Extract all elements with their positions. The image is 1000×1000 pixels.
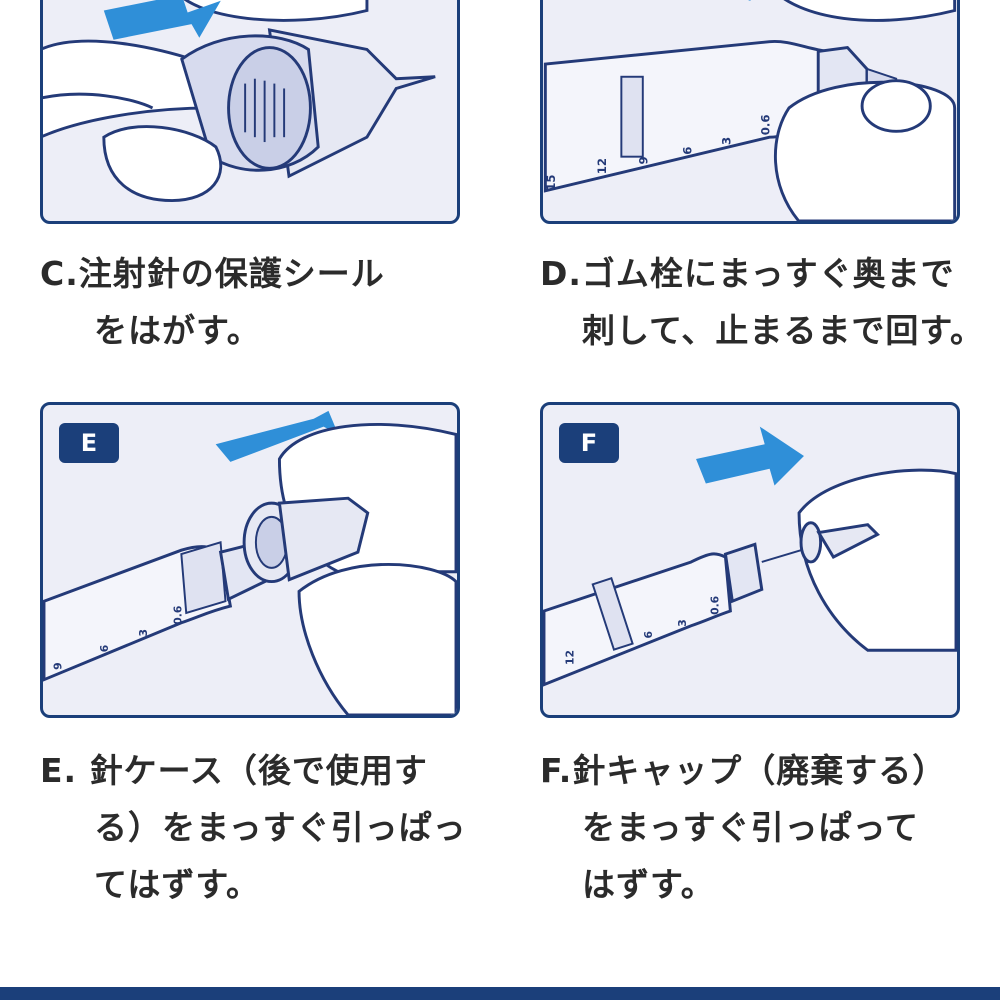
- caption-line: C.注射針の保護シール: [40, 254, 385, 293]
- scale-label-0-6: 0.6: [171, 606, 184, 625]
- remove-needle-cap-illustration: 12 6 3 0.6: [543, 426, 957, 687]
- caption-line: 刺して、止まるまで回す。: [582, 311, 985, 350]
- footer-bar: [0, 987, 1000, 1000]
- scale-label-12: 12: [563, 650, 576, 665]
- scale-label-9: 9: [637, 156, 651, 164]
- scale-label-0-6: 0.6: [758, 115, 772, 136]
- step-d-illustration: 15 12 9 6 3 0.6: [540, 0, 960, 224]
- caption-line: D.ゴム栓にまっすぐ奥まで: [540, 254, 955, 293]
- step-e-caption: E. 針ケース（後で使用す る）をまっすぐ引っぱっ てはずす。: [40, 742, 467, 913]
- step-f-illustration: 12 6 3 0.6 F: [540, 402, 960, 718]
- scale-label-6: 6: [642, 631, 655, 639]
- caption-line: はずす。: [582, 865, 715, 904]
- scale-label-3: 3: [720, 137, 734, 145]
- caption-line: E. 針ケース（後で使用す: [40, 751, 428, 790]
- caption-line: をまっすぐ引っぱって: [582, 808, 920, 847]
- scale-label-0-6: 0.6: [709, 596, 722, 615]
- caption-line: てはずす。: [94, 865, 261, 904]
- insert-needle-illustration: 15 12 9 6 3 0.6: [543, 0, 957, 221]
- scale-label-3: 3: [137, 629, 150, 637]
- caption-line: をはがす。: [94, 311, 261, 350]
- step-e-badge: E: [59, 423, 119, 463]
- scale-label-12: 12: [595, 158, 609, 174]
- caption-line: る）をまっすぐ引っぱっ: [94, 808, 467, 847]
- scale-label-3: 3: [676, 619, 689, 627]
- scale-label-6: 6: [681, 147, 695, 155]
- step-e-illustration: 9 6 3 0.6 E: [40, 402, 460, 718]
- step-c-illustration: [40, 0, 460, 224]
- caption-line: F.針キャップ（廃棄する）: [540, 751, 947, 790]
- remove-needle-case-illustration: 9 6 3 0.6: [43, 410, 457, 715]
- scale-label-9: 9: [52, 662, 65, 670]
- step-f-badge: F: [559, 423, 619, 463]
- scale-label-6: 6: [98, 645, 111, 653]
- step-d-caption: D.ゴム栓にまっすぐ奥まで 刺して、止まるまで回す。: [540, 245, 984, 359]
- peel-seal-illustration: [43, 0, 436, 202]
- step-f-caption: F.針キャップ（廃棄する） をまっすぐ引っぱって はずす。: [540, 742, 946, 913]
- scale-label-15: 15: [544, 175, 558, 191]
- step-c-caption: C.注射針の保護シール をはがす。: [40, 245, 385, 359]
